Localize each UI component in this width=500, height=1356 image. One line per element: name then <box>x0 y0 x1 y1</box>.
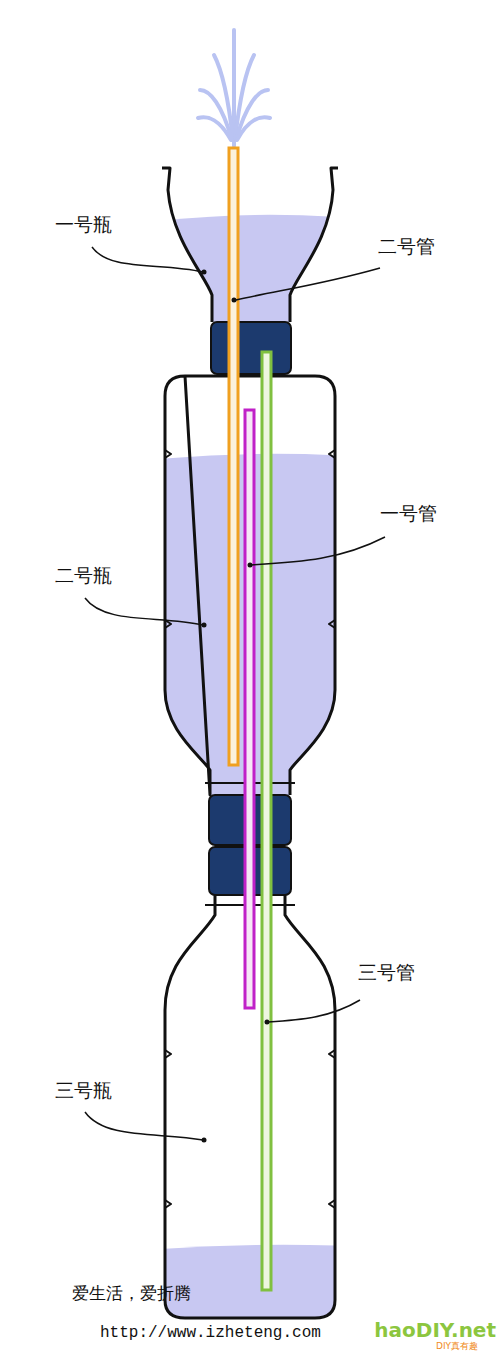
part-label: 一号管 <box>380 503 437 526</box>
part-label: 二号瓶 <box>55 565 112 588</box>
url-text: http://www.izheteng.com <box>100 1324 321 1343</box>
bottle-outline <box>162 168 338 1318</box>
water <box>150 215 350 1320</box>
watermark: DIY真有趣 <box>436 1341 478 1352</box>
part-label: 三号管 <box>358 962 415 985</box>
tube-2 <box>229 148 238 765</box>
tube-1 <box>245 410 254 1008</box>
part-label: 三号瓶 <box>55 1080 112 1103</box>
watermark: haoDIY.net <box>374 1318 496 1342</box>
water-jet <box>198 30 270 146</box>
slogan-text: 爱生活，爱折腾 <box>72 1284 191 1304</box>
part-label: 一号瓶 <box>55 214 112 237</box>
leader-dot <box>202 270 270 1143</box>
tube-3 <box>262 352 271 1290</box>
part-label: 二号管 <box>378 236 435 259</box>
leader-line <box>85 247 385 1140</box>
